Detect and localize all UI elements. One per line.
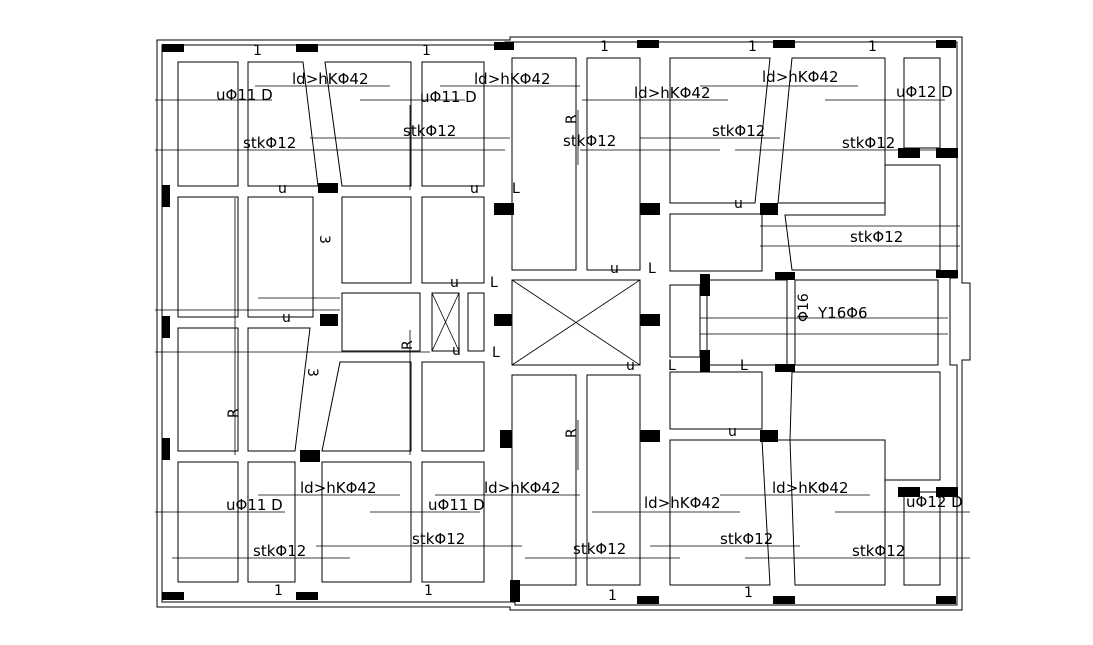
label-slab-mark-5: uΦ11 D [428,496,485,514]
grid-mark-7: 1 [424,583,433,599]
mark-u-3: u [450,275,459,291]
mark-u-5: u [734,196,743,212]
label-top-rebar-2: ld>hKΦ42 [474,70,551,88]
label-slab-mark-6: uΦ12 D [906,493,963,511]
mark-L-6: L [740,358,748,374]
mark-L-2: L [490,275,498,291]
label-top-rebar-1: ld>hKΦ42 [292,70,369,88]
mark-R-1: R [564,114,580,124]
label-stirrup-9: stkΦ12 [573,540,626,558]
mark-u-4: u [610,261,619,277]
grid-mark-5: 1 [868,39,877,55]
label-slab-mark-1: uΦ11 D [216,86,273,104]
label-stirrup-6: stkΦ12 [412,530,465,548]
label-stirrup-10: stkΦ12 [852,542,905,560]
mark-u-6: u [282,310,291,326]
grid-mark-1: 1 [253,43,262,59]
mark-L-4: L [492,345,500,361]
label-stirrup-5: stkΦ12 [842,134,895,152]
mark-u-8: u [626,358,635,374]
columns [162,40,958,604]
grid-mark-8: 1 [608,588,617,604]
label-corridor: stkΦ12 [850,228,903,246]
mark-L-5: L [668,358,676,374]
grid-mark-10: 3 [316,235,332,244]
label-bottom-rebar-4: ld>hKΦ42 [772,479,849,497]
label-stirrup-1: stkΦ12 [403,122,456,140]
mark-R-4: R [400,340,416,350]
label-bottom-rebar-1: ld>hKΦ42 [300,479,377,497]
mark-L-3: L [648,261,656,277]
rebar-lines [155,85,970,559]
label-bottom-rebar-2: ld>hKΦ42 [484,479,561,497]
mark-L-1: L [512,181,520,197]
label-slab-mark-2: uΦ11 D [420,88,477,106]
label-top-rebar-3: ld>hKΦ42 [634,84,711,102]
grid-mark-6: 1 [274,583,283,599]
label-bottom-rebar-3: ld>hKΦ42 [644,494,721,512]
label-slab-mark-4: uΦ11 D [226,496,283,514]
grid-mark-4: 1 [748,39,757,55]
mark-u-9: u [728,424,737,440]
mark-R-3: R [226,408,242,418]
grid-mark-3: 1 [600,39,609,55]
label-slab-mark-3: uΦ12 D [896,83,953,101]
mark-R-2: R [564,428,580,438]
label-stirrup-8: stkΦ12 [253,542,306,560]
slab-panels [177,57,941,586]
label-stirrup-2: stkΦ12 [712,122,765,140]
mark-u-2: u [470,181,479,197]
label-stirrup-3: stkΦ12 [243,134,296,152]
label-beam-side: Φ16 [796,293,812,322]
label-stirrup-4: stkΦ12 [563,132,616,150]
annotations: ld>hKΦ42 ld>hKΦ42 ld>hKΦ42 ld>hKΦ42 uΦ11… [216,39,963,604]
mark-u-7: u [452,343,461,359]
label-beam: Y16Φ6 [817,304,868,322]
grid-mark-2: 1 [422,43,431,59]
grid-mark-11: 3 [304,368,320,377]
grid-mark-9: 1 [744,585,753,601]
label-top-rebar-4: ld>hKΦ42 [762,68,839,86]
label-stirrup-7: stkΦ12 [720,530,773,548]
mark-u-1: u [278,181,287,197]
